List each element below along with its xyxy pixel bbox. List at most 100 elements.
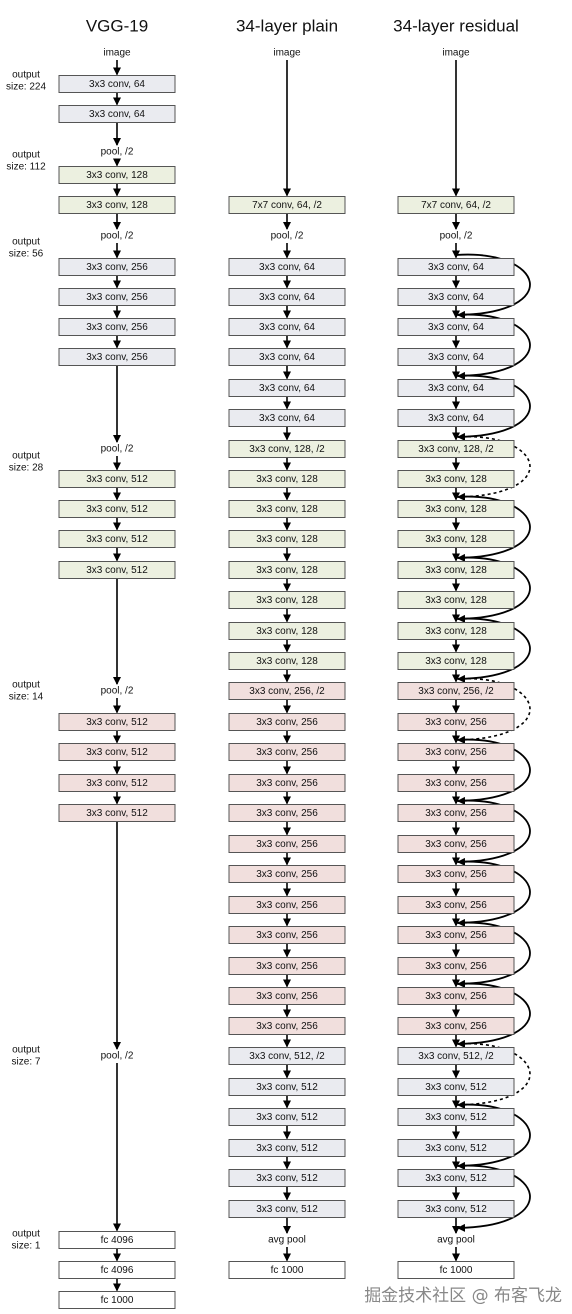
layer-label: 3x3 conv, 256 (425, 900, 487, 911)
layer-box (397, 500, 515, 518)
layer-box (397, 591, 515, 609)
identity-shortcut (455, 495, 531, 562)
layer-box (228, 591, 346, 609)
layer-label: 3x3 conv, 256 (256, 991, 318, 1002)
layer-box (228, 500, 346, 518)
layer-box (397, 652, 515, 670)
output-size-value: size: 56 (9, 249, 44, 260)
stage-label: image (442, 48, 470, 59)
stage-label: pool, /2 (271, 231, 304, 242)
layer-box (228, 470, 346, 488)
layer-label: 3x3 conv, 256 (425, 778, 487, 789)
layer-box (397, 682, 515, 700)
layer-box (397, 258, 515, 276)
layer-label: 3x3 conv, 128 (256, 565, 318, 576)
layer-label: 3x3 conv, 64 (259, 262, 315, 273)
layer-box (228, 713, 346, 731)
layer-label: 3x3 conv, 256 (256, 839, 318, 850)
identity-shortcut (455, 1103, 531, 1170)
layer-box (397, 1139, 515, 1157)
output-size-label: output (12, 451, 40, 462)
layer-label: 7x7 conv, 64, /2 (252, 200, 322, 211)
layer-box (58, 713, 176, 731)
output-size-label: output (12, 1229, 40, 1240)
layer-label: 3x3 conv, 256 (425, 869, 487, 880)
layer-label: 3x3 conv, 512 (86, 534, 148, 545)
layer-box (58, 288, 176, 306)
layer-label: 3x3 conv, 512 (256, 1082, 318, 1093)
layer-label: 3x3 conv, 512 (425, 1082, 487, 1093)
layer-box (228, 896, 346, 914)
output-size-value: size: 14 (9, 692, 44, 703)
layer-label: 3x3 conv, 256 (425, 930, 487, 941)
layer-label: 3x3 conv, 128, /2 (418, 444, 494, 455)
layer-box (228, 682, 346, 700)
identity-shortcut (455, 738, 531, 805)
layer-box (58, 1261, 176, 1279)
layer-label: 3x3 conv, 256 (425, 747, 487, 758)
layer-box (228, 1200, 346, 1218)
layer-box (228, 1169, 346, 1187)
layer-box (58, 530, 176, 548)
layer-box (397, 288, 515, 306)
layer-box (58, 500, 176, 518)
layer-label: 3x3 conv, 256 (425, 808, 487, 819)
layer-box (228, 987, 346, 1005)
layer-box (397, 409, 515, 427)
layer-label: 3x3 conv, 64 (428, 383, 484, 394)
layer-box (58, 561, 176, 579)
layer-box (228, 1017, 346, 1035)
layer-label: 3x3 conv, 128 (425, 656, 487, 667)
layer-box (397, 1108, 515, 1126)
identity-shortcut (455, 617, 531, 683)
layer-label: 3x3 conv, 64 (259, 383, 315, 394)
layer-box (228, 1108, 346, 1126)
layer-label: 3x3 conv, 128 (425, 504, 487, 515)
layer-box (228, 865, 346, 883)
layer-label: 3x3 conv, 128 (425, 565, 487, 576)
layer-label: 3x3 conv, 256 (86, 322, 148, 333)
layer-box (228, 1047, 346, 1065)
layer-label: 3x3 conv, 256 (256, 778, 318, 789)
layer-box (228, 348, 346, 366)
layer-box (397, 926, 515, 944)
identity-shortcut (455, 860, 531, 927)
layer-box (397, 622, 515, 640)
layer-box (228, 379, 346, 397)
layer-box (397, 743, 515, 761)
layer-label: 3x3 conv, 64 (259, 413, 315, 424)
layer-box (228, 1261, 346, 1279)
layer-box (397, 1047, 515, 1065)
layer-label: 3x3 conv, 64 (259, 322, 315, 333)
layer-box (58, 470, 176, 488)
stage-label: pool, /2 (101, 686, 134, 697)
identity-shortcut (455, 253, 531, 319)
layer-box (397, 957, 515, 975)
identity-shortcut (455, 799, 531, 866)
layer-label: 3x3 conv, 256 (86, 292, 148, 303)
layer-label: 3x3 conv, 64 (428, 413, 484, 424)
layer-label: 3x3 conv, 256 (256, 747, 318, 758)
layer-box (228, 774, 346, 792)
layer-label: 3x3 conv, 128 (256, 534, 318, 545)
layer-label: 3x3 conv, 64 (89, 109, 145, 120)
layer-box (397, 1169, 515, 1187)
stage-label: image (273, 48, 301, 59)
layer-box (228, 957, 346, 975)
layer-box (58, 348, 176, 366)
output-size-label: output (12, 237, 40, 248)
layer-box (397, 530, 515, 548)
layer-label: 3x3 conv, 128 (256, 656, 318, 667)
layer-label: 3x3 conv, 256 (425, 961, 487, 972)
layer-box (397, 865, 515, 883)
output-size-value: size: 224 (6, 82, 46, 93)
column-title: 34-layer plain (236, 17, 338, 36)
layer-label: 3x3 conv, 512 (86, 747, 148, 758)
stage-label: pool, /2 (101, 147, 134, 158)
output-size-value: size: 112 (6, 162, 46, 173)
identity-shortcut (455, 556, 531, 623)
output-size-label: output (12, 680, 40, 691)
identity-shortcut (455, 921, 531, 988)
